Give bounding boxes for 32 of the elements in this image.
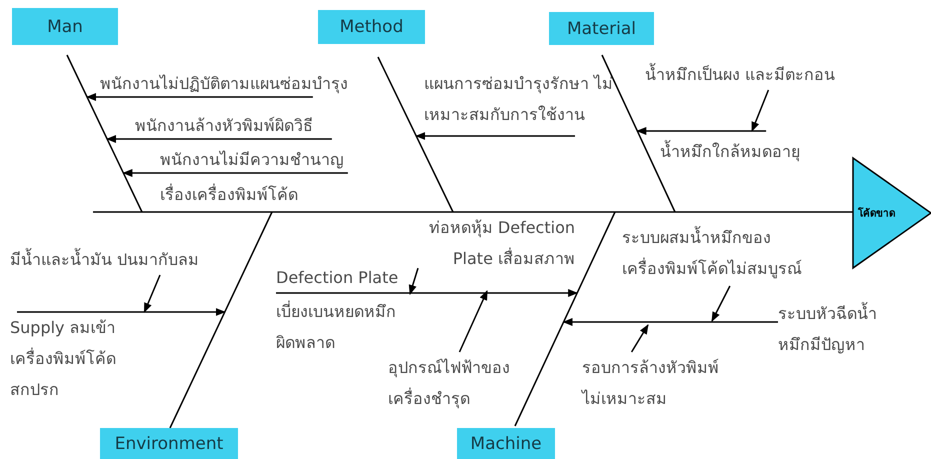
arrow (122, 169, 348, 177)
arrow (86, 93, 313, 101)
cause-text: แผนการซ่อมบำรุงรักษา ไม่เหมาะสมกับการใช้งาน (424, 68, 624, 136)
arrow (144, 274, 161, 313)
arrow (17, 308, 226, 316)
arrow (751, 90, 770, 132)
category-label: Method (318, 10, 425, 44)
category-label: Machine (457, 428, 555, 459)
cause-text: มีน้ำและน้ำมัน ปนมากับลม (10, 247, 250, 275)
cause-text: Supply ลมเข้า เครื่องพิมพ์โค้ด สกปรก (10, 312, 150, 408)
arrow (636, 127, 766, 135)
cause-text: พนักงานไม่มีความชำนาญ (160, 147, 375, 173)
cause-text: ระบบผสมน้ำหมึกของ เครื่องพิมพ์โค้ดไม่สมบูรณ์ (622, 222, 840, 286)
arrow (106, 135, 332, 143)
problem-label: โค้ดขาด (858, 206, 895, 220)
cause-text: น้ำหมึกใกล้หมดอายุ (660, 131, 830, 171)
category-label: Environment (100, 428, 238, 459)
arrow (630, 324, 649, 352)
cause-text: ระบบหัวฉีดน้ำ หมึกมีปัญหา (778, 298, 908, 362)
arrow (711, 286, 731, 322)
cause-text: รอบการล้างหัวพิมพ์ ไม่เหมาะสม (582, 352, 737, 416)
category-label: Material (549, 12, 654, 45)
cause-text: น้ำหมึกเป็นผง และมีตะกอน (645, 62, 881, 90)
category-label: Man (12, 8, 118, 45)
cause-text: พนักงานไม่ปฏิบัติตามแผนซ่อมบำรุง (100, 71, 390, 97)
arrow (408, 268, 419, 295)
arrow (415, 132, 575, 140)
cause-text: เรื่องเครื่องพิมพ์โค้ด (160, 182, 330, 208)
cause-text: พนักงานล้างหัวพิมพ์ผิดวิธี (135, 113, 350, 139)
arrow (562, 318, 778, 326)
arrow (276, 289, 578, 297)
arrow (458, 290, 488, 352)
